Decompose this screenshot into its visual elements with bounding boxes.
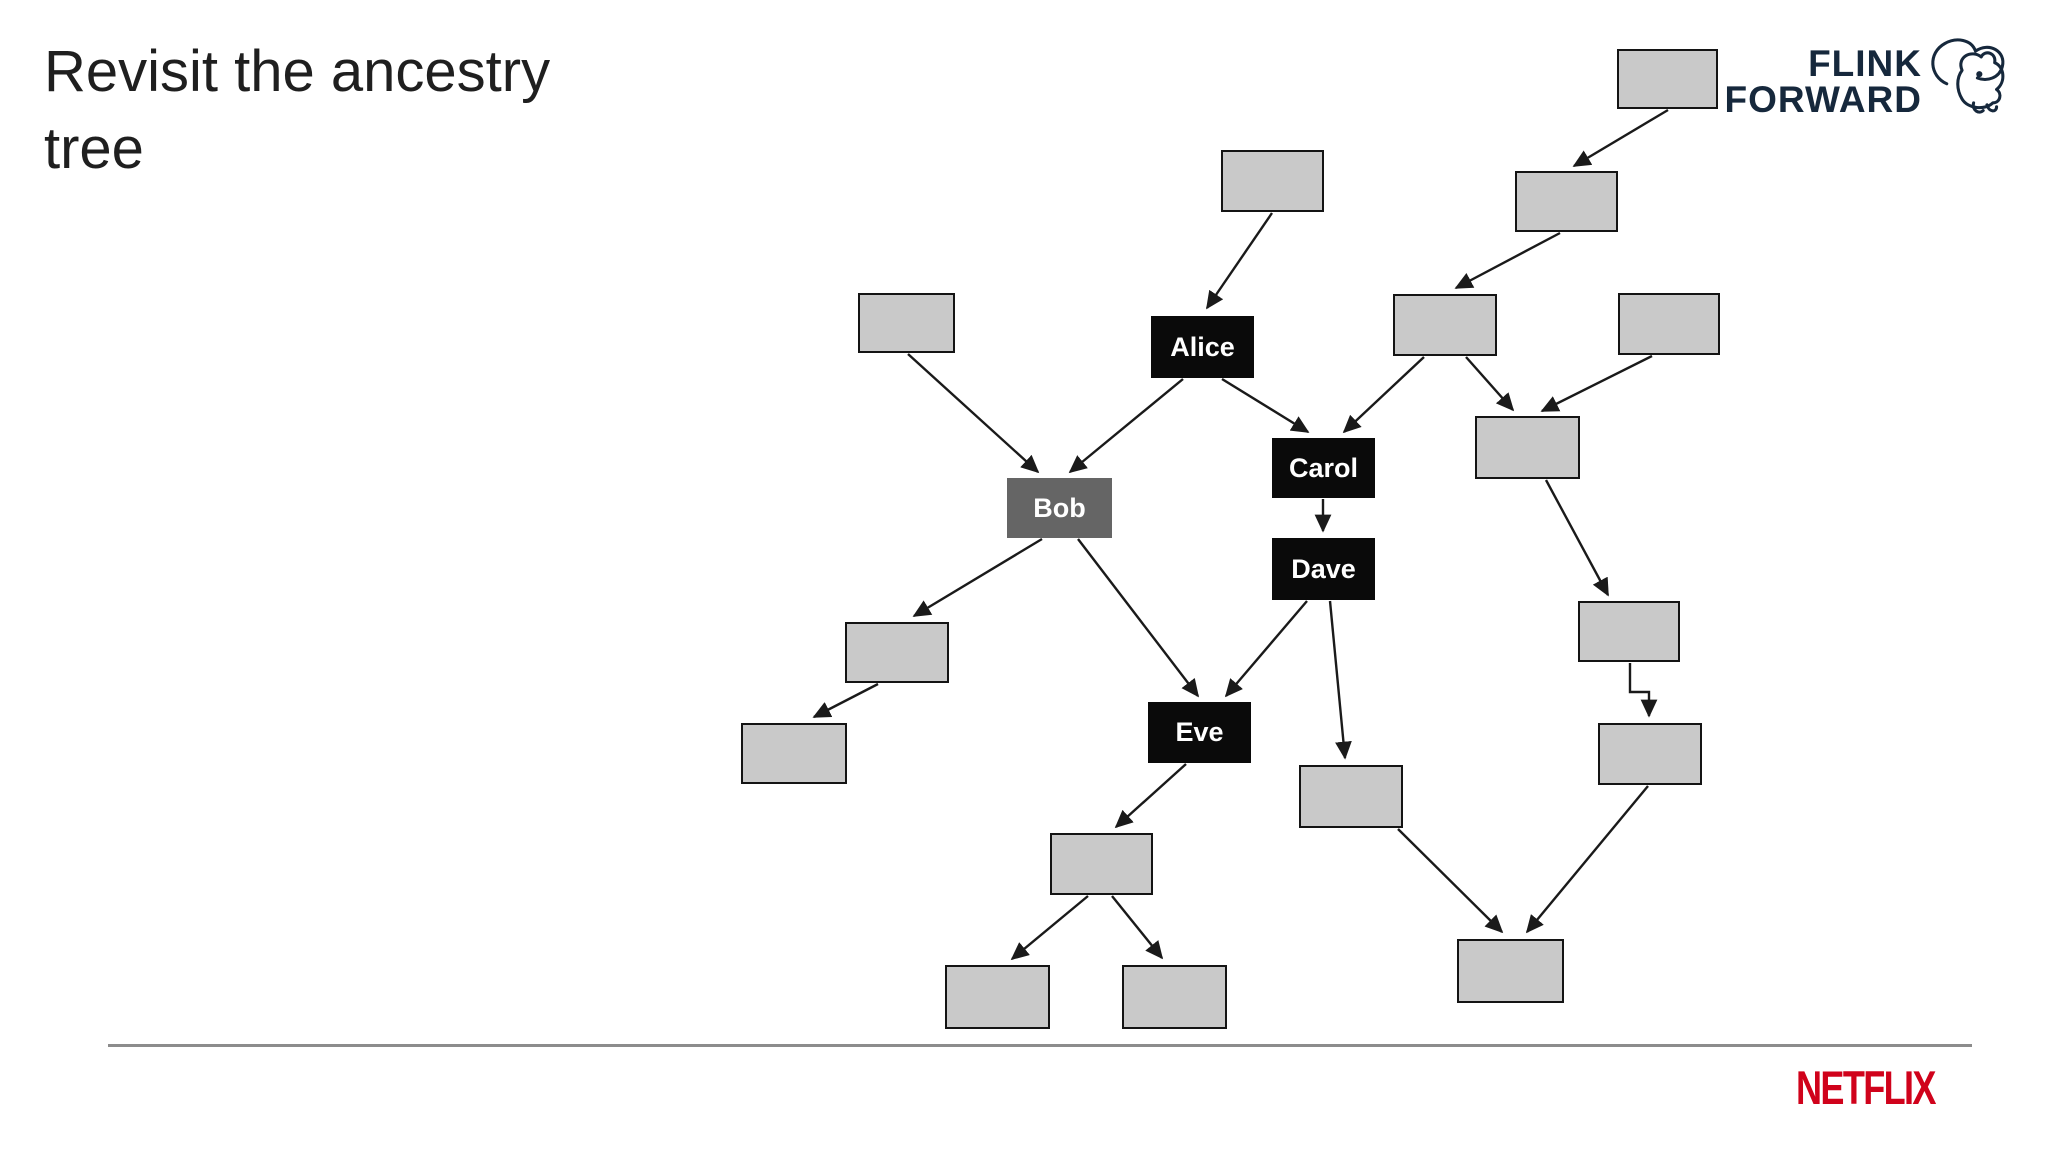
node-below-eve <box>1050 833 1153 895</box>
edge-dave-to-below-dave <box>1328 600 1352 760</box>
edge-right-col-1-to-right-col-2 <box>1544 479 1610 597</box>
edge-bob-to-bob-child-left <box>912 537 1043 618</box>
node-dave: Dave <box>1272 538 1375 600</box>
forward-word: FORWARD <box>1724 79 1922 120</box>
node-ancestor-right-2 <box>1515 171 1618 232</box>
edge-ancestor-left-to-bob <box>907 353 1040 474</box>
node-ancestor-left <box>858 293 955 353</box>
node-right-col-2 <box>1578 601 1680 662</box>
flink-forward-wordmark: FLINK FORWARD <box>1724 42 1922 120</box>
node-below-dave <box>1299 765 1403 828</box>
node-ancestor-far-right <box>1618 293 1720 355</box>
edge-below-eve-to-bottom-left-1 <box>1010 895 1089 961</box>
node-alice: Alice <box>1151 316 1254 378</box>
edge-below-dave-to-bottom-right <box>1397 828 1504 934</box>
edge-bob-to-eve <box>1077 538 1200 698</box>
node-ancestor-top-right <box>1617 49 1718 109</box>
edge-ancestor-far-right-to-right-col-1 <box>1540 354 1653 413</box>
flink-word: FLINK <box>1808 42 1922 84</box>
node-right-col-3 <box>1598 723 1702 785</box>
node-bob-child-left <box>845 622 949 683</box>
node-carol: Carol <box>1272 438 1375 498</box>
slide-title-line-1: Revisit the ancestry <box>44 39 551 104</box>
edge-alice-to-bob <box>1068 378 1184 474</box>
netflix-logo: NETFLIX <box>1796 1062 1936 1115</box>
node-ancestor-top-center <box>1221 150 1324 212</box>
edge-bob-child-left-to-lower-left <box>812 682 879 719</box>
edge-eve-to-below-eve <box>1114 763 1187 829</box>
footer-divider-line <box>108 1044 1972 1047</box>
node-bottom-left-2 <box>1122 965 1227 1029</box>
edge-ancestor-top-center-to-alice <box>1206 212 1273 310</box>
edge-ancestor-right-3-to-carol <box>1342 356 1425 434</box>
flink-squirrel-icon <box>1931 38 2005 114</box>
node-ancestor-right-3 <box>1393 294 1497 356</box>
slide-title-line-2: tree <box>44 115 144 181</box>
edge-right-col-3-to-bottom-right <box>1525 785 1649 934</box>
slide-title: Revisit the ancestry tree <box>44 34 744 187</box>
edge-ancestor-top-right-to-ancestor-right-2 <box>1572 108 1669 168</box>
edge-ancestor-right-2-to-ancestor-right-3 <box>1454 231 1561 290</box>
flink-forward-logo: FLINK FORWARD <box>1725 36 2010 128</box>
node-eve: Eve <box>1148 702 1251 763</box>
node-bottom-left-1 <box>945 965 1050 1029</box>
edge-ancestor-right-3-to-right-col-1 <box>1465 356 1515 412</box>
node-lower-left <box>741 723 847 784</box>
edge-below-eve-to-bottom-left-2 <box>1111 895 1164 960</box>
edge-alice-to-carol <box>1221 377 1310 434</box>
node-bottom-right <box>1457 939 1564 1003</box>
node-bob: Bob <box>1007 478 1112 538</box>
node-right-col-1 <box>1475 416 1580 479</box>
edge-right-col-2-to-right-col-3 <box>1628 663 1658 718</box>
edge-dave-to-eve <box>1224 600 1308 698</box>
